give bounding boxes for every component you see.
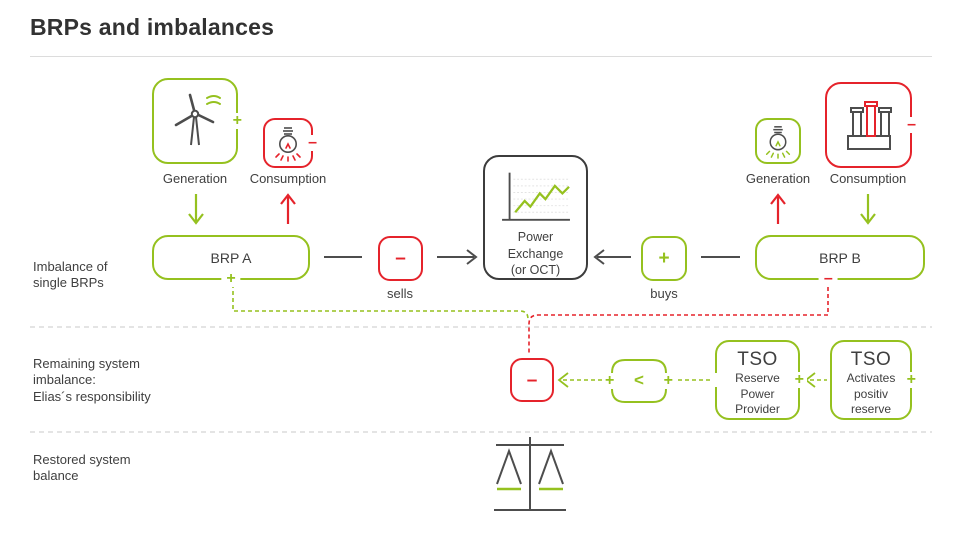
consumption-label-left: Consumption [249, 171, 327, 186]
brp-a-box: BRP A + [152, 235, 310, 287]
tso1-plus-sign: + [791, 372, 807, 388]
power-exchange-line: Exchange [507, 246, 564, 261]
brp-a-label: BRP A [210, 249, 252, 266]
power-exchange-line: (or OCT) [510, 262, 561, 277]
light-bulb-icon [275, 127, 301, 162]
row-label-remaining: Remaining system imbalance: Elias´s resp… [33, 356, 151, 404]
dashed-arrow-tso2-to-tso1 [804, 372, 827, 388]
consumption-box-left: – [263, 118, 320, 168]
bracket-left-plus-sign: + [602, 373, 618, 389]
buys-box: + [641, 236, 687, 281]
page-title: BRPs and imbalances [30, 14, 275, 40]
deficit-minus-sign: – [526, 369, 538, 391]
row-label-restored: Restored system balance [33, 452, 131, 484]
balance-scales-icon [494, 437, 566, 511]
tso2-line: reserve [850, 402, 891, 417]
tso2-line: positiv [853, 386, 888, 401]
tso-activates-reserve-box: TSO Activates positiv reserve + [830, 340, 919, 420]
title-divider [30, 56, 932, 57]
brp-b-label: BRP B [819, 249, 861, 266]
sells-label: sells [386, 286, 413, 301]
less-than-sign: < [634, 370, 644, 390]
border-gap [715, 373, 719, 387]
brp-b-minus-sign: – [818, 271, 838, 287]
arrow-brpb-to-generation [770, 193, 786, 224]
generation-box-right [755, 118, 801, 164]
bracket-right-plus-sign: + [660, 373, 676, 389]
sells-box: – [378, 236, 423, 281]
consumption-box-right: – [825, 82, 919, 168]
market-chart-icon [501, 172, 570, 221]
generation-label-left: Generation [162, 171, 228, 186]
tso2-line: Activates [846, 371, 896, 385]
remaining-deficit-box: – [510, 358, 554, 402]
comparison-bracket-box: + < + [602, 358, 676, 404]
generation-label-right: Generation [745, 171, 811, 186]
tso2-title: TSO [850, 349, 892, 370]
row-label-imbalance: Imbalance of single BRPs [33, 259, 108, 291]
arrow-buys-to-exchange [593, 249, 631, 265]
wind-turbine-icon [174, 93, 221, 146]
arrow-sells-to-exchange [437, 249, 478, 265]
factory-icon [846, 101, 892, 150]
tso-reserve-provider-box: TSO Reserve Power Provider + [715, 340, 807, 420]
buys-label: buys [650, 286, 678, 301]
power-exchange-line: Power [517, 230, 554, 245]
power-exchange-box: Power Exchange (or OCT) [483, 155, 588, 280]
light-bulb-icon [765, 126, 791, 159]
minus-sign: – [904, 117, 919, 133]
buys-plus-sign: + [658, 248, 670, 269]
arrow-consumption-to-brpb [860, 194, 876, 225]
minus-sign: – [305, 135, 320, 151]
tso1-line: Provider [735, 402, 780, 417]
tso1-line: Reserve [735, 371, 780, 385]
consumption-label-right: Consumption [829, 171, 907, 186]
generation-box-left: + [152, 78, 245, 164]
tso1-line: Power [740, 386, 775, 401]
dashed-arrow-bracket-to-deficit [557, 372, 606, 388]
plus-sign: + [229, 113, 245, 129]
brp-a-plus-sign: + [221, 271, 241, 287]
arrow-brpa-to-consumption [280, 193, 296, 224]
arrow-generation-to-brpa [188, 194, 204, 225]
brp-b-box: BRP B – [755, 235, 925, 287]
sells-minus-sign: – [395, 248, 406, 269]
bracket-icon [611, 359, 667, 403]
tso1-title: TSO [737, 349, 778, 370]
tso2-plus-sign: + [903, 372, 919, 388]
